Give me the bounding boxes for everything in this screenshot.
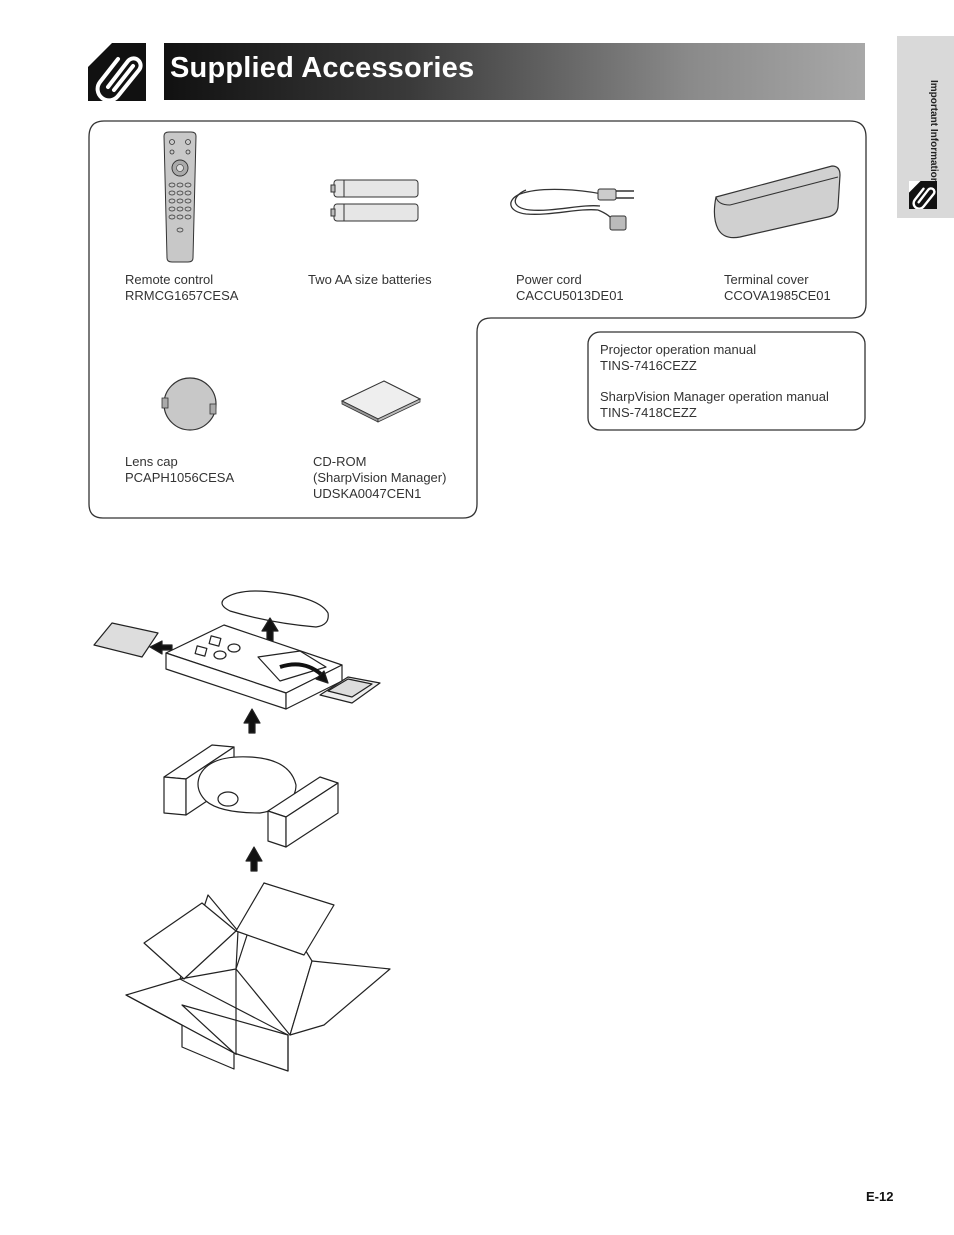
manual-entry: SharpVision Manager operation manual TIN… — [600, 389, 829, 421]
manual-code: TINS-7418CEZZ — [600, 405, 697, 420]
accessory-code: UDSKA0047CEN1 — [313, 486, 422, 501]
accessory-code: CACCU5013DE01 — [516, 288, 624, 303]
lens-cap-icon — [161, 377, 217, 431]
unpacking-illustration — [93, 590, 391, 1072]
page-title: Supplied Accessories — [170, 52, 475, 84]
manuals-box — [587, 331, 866, 431]
accessory-name: CD-ROM — [313, 454, 367, 469]
remote-control-icon — [163, 131, 197, 263]
page-number: E-12 — [866, 1189, 894, 1204]
accessory-name: Remote control — [125, 272, 214, 287]
accessory-subtitle: (SharpVision Manager) — [313, 470, 447, 485]
accessory-code: CCOVA1985CE01 — [724, 288, 831, 303]
accessory-label: CD-ROM (SharpVision Manager) UDSKA0047CE… — [313, 454, 446, 502]
manual-name: SharpVision Manager operation manual — [600, 389, 829, 404]
batteries-icon — [330, 179, 419, 222]
accessory-label: Lens cap PCAPH1056CESA — [125, 454, 234, 486]
accessory-label: Two AA size batteries — [308, 272, 432, 288]
cd-rom-icon — [340, 380, 422, 423]
accessory-label: Terminal cover CCOVA1985CE01 — [724, 272, 831, 304]
accessory-label: Power cord CACCU5013DE01 — [516, 272, 624, 304]
accessory-label: Remote control RRMCG1657CESA — [125, 272, 238, 304]
accessory-code: PCAPH1056CESA — [125, 470, 235, 485]
title-bar — [164, 43, 865, 100]
manual-name: Projector operation manual — [600, 342, 757, 357]
power-cord-icon — [510, 188, 634, 231]
accessory-name: Terminal cover — [724, 272, 809, 287]
accessory-name: Power cord — [516, 272, 582, 287]
accessories-frame — [88, 120, 867, 519]
manual-code: TINS-7416CEZZ — [600, 358, 697, 373]
accessory-name: Lens cap — [125, 454, 178, 469]
paperclip-icon — [909, 181, 937, 209]
accessory-code: RRMCG1657CESA — [125, 288, 239, 303]
terminal-cover-icon — [713, 165, 841, 239]
manual-entry: Projector operation manual TINS-7416CEZZ — [600, 342, 756, 374]
accessory-name: Two AA size batteries — [308, 272, 432, 287]
paperclip-icon — [88, 43, 146, 101]
side-tab-label: Important Information — [928, 80, 939, 184]
